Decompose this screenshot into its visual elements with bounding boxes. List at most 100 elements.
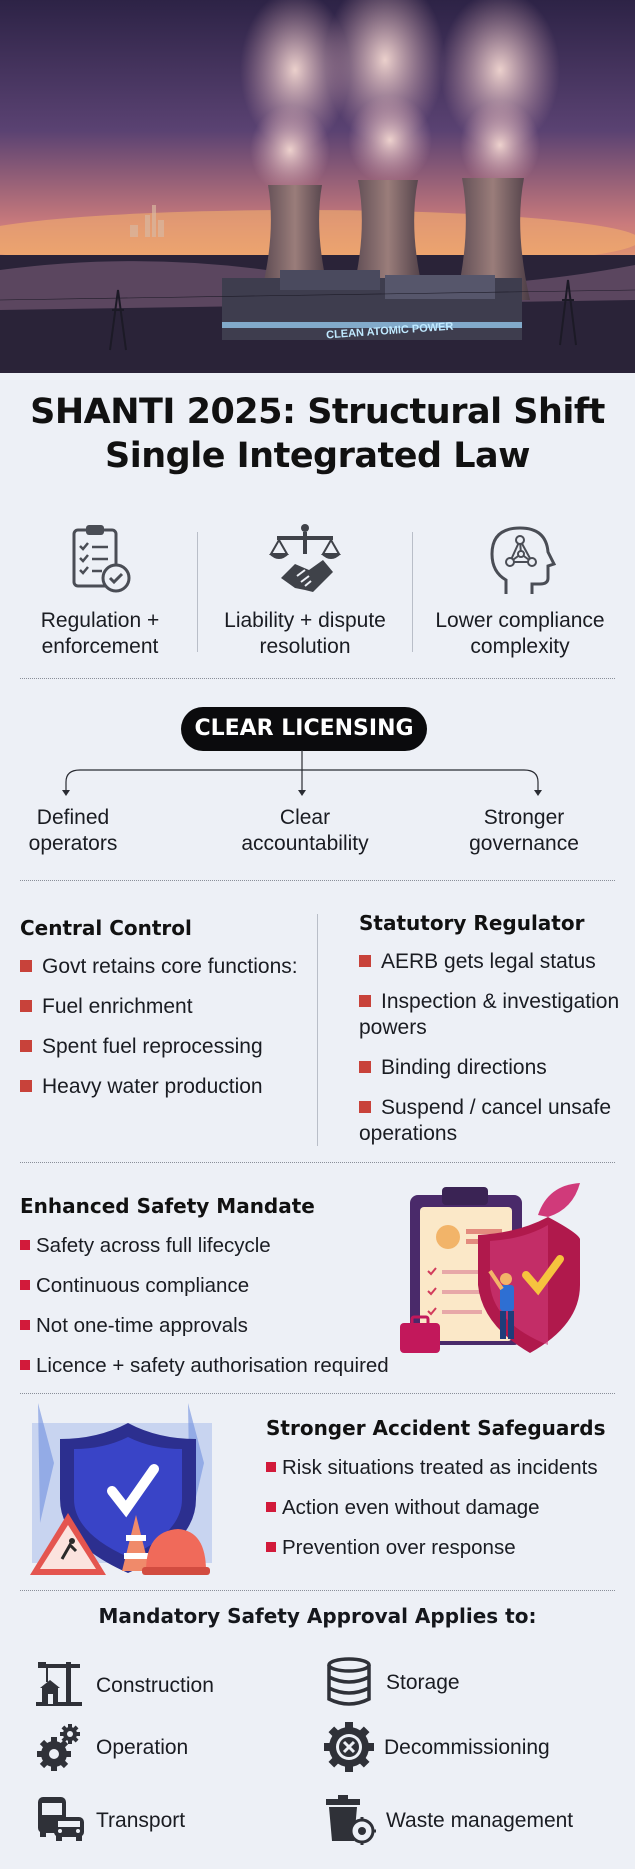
list-item: Prevention over response (266, 1535, 598, 1561)
bullet (20, 1040, 32, 1052)
bullet (359, 955, 371, 967)
bullet (359, 995, 371, 1007)
divider (317, 914, 318, 1146)
list-item-text: Fuel enrichment (42, 995, 193, 1018)
statutory-regulator-list: AERB gets legal status Inspection & inve… (359, 949, 621, 1161)
bullet (20, 1360, 30, 1370)
list-item: AERB gets legal status (359, 949, 621, 975)
compliance-shield-illustration (400, 1183, 580, 1353)
clear-licensing-badge: CLEAR LICENSING (181, 707, 427, 751)
accident-safeguards-list: Risk situations treated as incidents Act… (266, 1455, 598, 1575)
bullet (266, 1462, 276, 1472)
list-item-text: AERB gets legal status (381, 950, 596, 973)
list-item-text: Suspend / cancel unsafe operations (359, 1096, 611, 1145)
bullet (359, 1061, 371, 1073)
bullet (359, 1101, 371, 1113)
bullet (20, 1280, 30, 1290)
pillar-label-line1: Regulation + (40, 609, 160, 632)
list-item-text: Safety across full lifecycle (36, 1234, 271, 1257)
licensing-item: Clear accountability (210, 805, 400, 857)
bin-gear-icon (326, 1795, 376, 1845)
list-item: Heavy water production (20, 1074, 300, 1100)
section-divider (20, 678, 615, 679)
list-item: Binding directions (359, 1055, 621, 1081)
list-item: Spent fuel reprocessing (20, 1034, 300, 1060)
list-item: Continuous compliance (20, 1273, 389, 1299)
applies-item-label: Storage (386, 1671, 460, 1694)
clipboard-check-icon (72, 525, 131, 593)
cancel-gear-icon (324, 1722, 374, 1772)
licensing-item-line1: Stronger (483, 806, 565, 829)
applies-item-label: Decommissioning (384, 1736, 550, 1759)
pillar-label-line2: complexity (470, 635, 570, 658)
licensing-connector (62, 750, 542, 796)
bus-car-icon (38, 1797, 84, 1841)
applies-item-label: Transport (96, 1809, 186, 1832)
safety-mandate-heading: Enhanced Safety Mandate (20, 1194, 315, 1218)
bullet (20, 1080, 32, 1092)
pillar-compliance: Lower compliance complexity (420, 520, 620, 660)
bullet (266, 1502, 276, 1512)
applies-item-label: Waste management (386, 1809, 574, 1832)
bullet (266, 1542, 276, 1552)
head-network-icon (490, 526, 557, 594)
gears-icon (37, 1724, 80, 1771)
list-item: Action even without damage (266, 1495, 598, 1521)
licensing-item-line1: Clear (279, 806, 331, 829)
bullet (20, 1240, 30, 1250)
scales-handshake-icon (269, 524, 341, 592)
licensing-item-line2: accountability (241, 832, 369, 855)
list-item: Govt retains core functions: (20, 954, 300, 980)
list-item: Inspection & investigation powers (359, 989, 621, 1041)
pillar-label-line1: Lower compliance (435, 609, 605, 632)
licensing-item: Stronger governance (429, 805, 619, 857)
applies-item-label: Construction (96, 1674, 214, 1697)
list-item-text: Not one-time approvals (36, 1314, 248, 1337)
list-item-text: Continuous compliance (36, 1274, 250, 1297)
hero-image: CLEAN ATOMIC POWER (0, 0, 635, 373)
list-item: Fuel enrichment (20, 994, 300, 1020)
pillar-regulation: Regulation + enforcement (0, 520, 200, 660)
page-title: SHANTI 2025: Structural Shift Single Int… (0, 390, 635, 478)
list-item-text: Licence + safety authorisation required (36, 1354, 389, 1377)
list-item-text: Inspection & investigation powers (359, 990, 620, 1039)
construction-crane-icon (36, 1662, 82, 1706)
divider (412, 532, 413, 652)
title-line-2: Single Integrated Law (105, 436, 530, 476)
safety-mandate-list: Safety across full lifecycle Continuous … (20, 1233, 389, 1393)
bullet (20, 1000, 32, 1012)
bullet (20, 1320, 30, 1330)
central-control-list: Govt retains core functions: Fuel enrich… (20, 954, 300, 1114)
title-line-1: SHANTI 2025: Structural Shift (30, 392, 605, 432)
pillar-label-line2: enforcement (41, 635, 159, 658)
section-divider (20, 1393, 615, 1394)
pillar-label-line2: resolution (259, 635, 351, 658)
section-divider (20, 1590, 615, 1591)
applies-heading: Mandatory Safety Approval Applies to: (98, 1604, 537, 1628)
list-item-text: Govt retains core functions: (42, 955, 298, 978)
list-item: Suspend / cancel unsafe operations (359, 1095, 621, 1147)
list-item: Licence + safety authorisation required (20, 1353, 389, 1379)
accident-safeguards-heading: Stronger Accident Safeguards (266, 1416, 606, 1440)
pillar-liability: Liability + dispute resolution (205, 520, 405, 660)
licensing-item-line1: Defined (36, 806, 110, 829)
list-item-text: Prevention over response (282, 1536, 516, 1559)
database-storage-icon (327, 1657, 371, 1706)
divider (197, 532, 198, 652)
section-divider (20, 880, 615, 881)
list-item-text: Binding directions (381, 1056, 547, 1079)
central-control-heading: Central Control (20, 916, 192, 940)
pillar-label-line1: Liability + dispute (224, 609, 386, 632)
list-item: Risk situations treated as incidents (266, 1455, 598, 1481)
list-item-text: Action even without damage (282, 1496, 540, 1519)
list-item: Safety across full lifecycle (20, 1233, 389, 1259)
licensing-item-line2: governance (469, 832, 579, 855)
list-item-text: Heavy water production (42, 1075, 263, 1098)
statutory-regulator-heading: Statutory Regulator (359, 911, 585, 935)
list-item: Not one-time approvals (20, 1313, 389, 1339)
licensing-item-line2: operators (28, 832, 118, 855)
list-item-text: Risk situations treated as incidents (282, 1456, 598, 1479)
section-divider (20, 1162, 615, 1163)
safety-shield-illustration (30, 1403, 212, 1575)
bullet (20, 960, 32, 972)
